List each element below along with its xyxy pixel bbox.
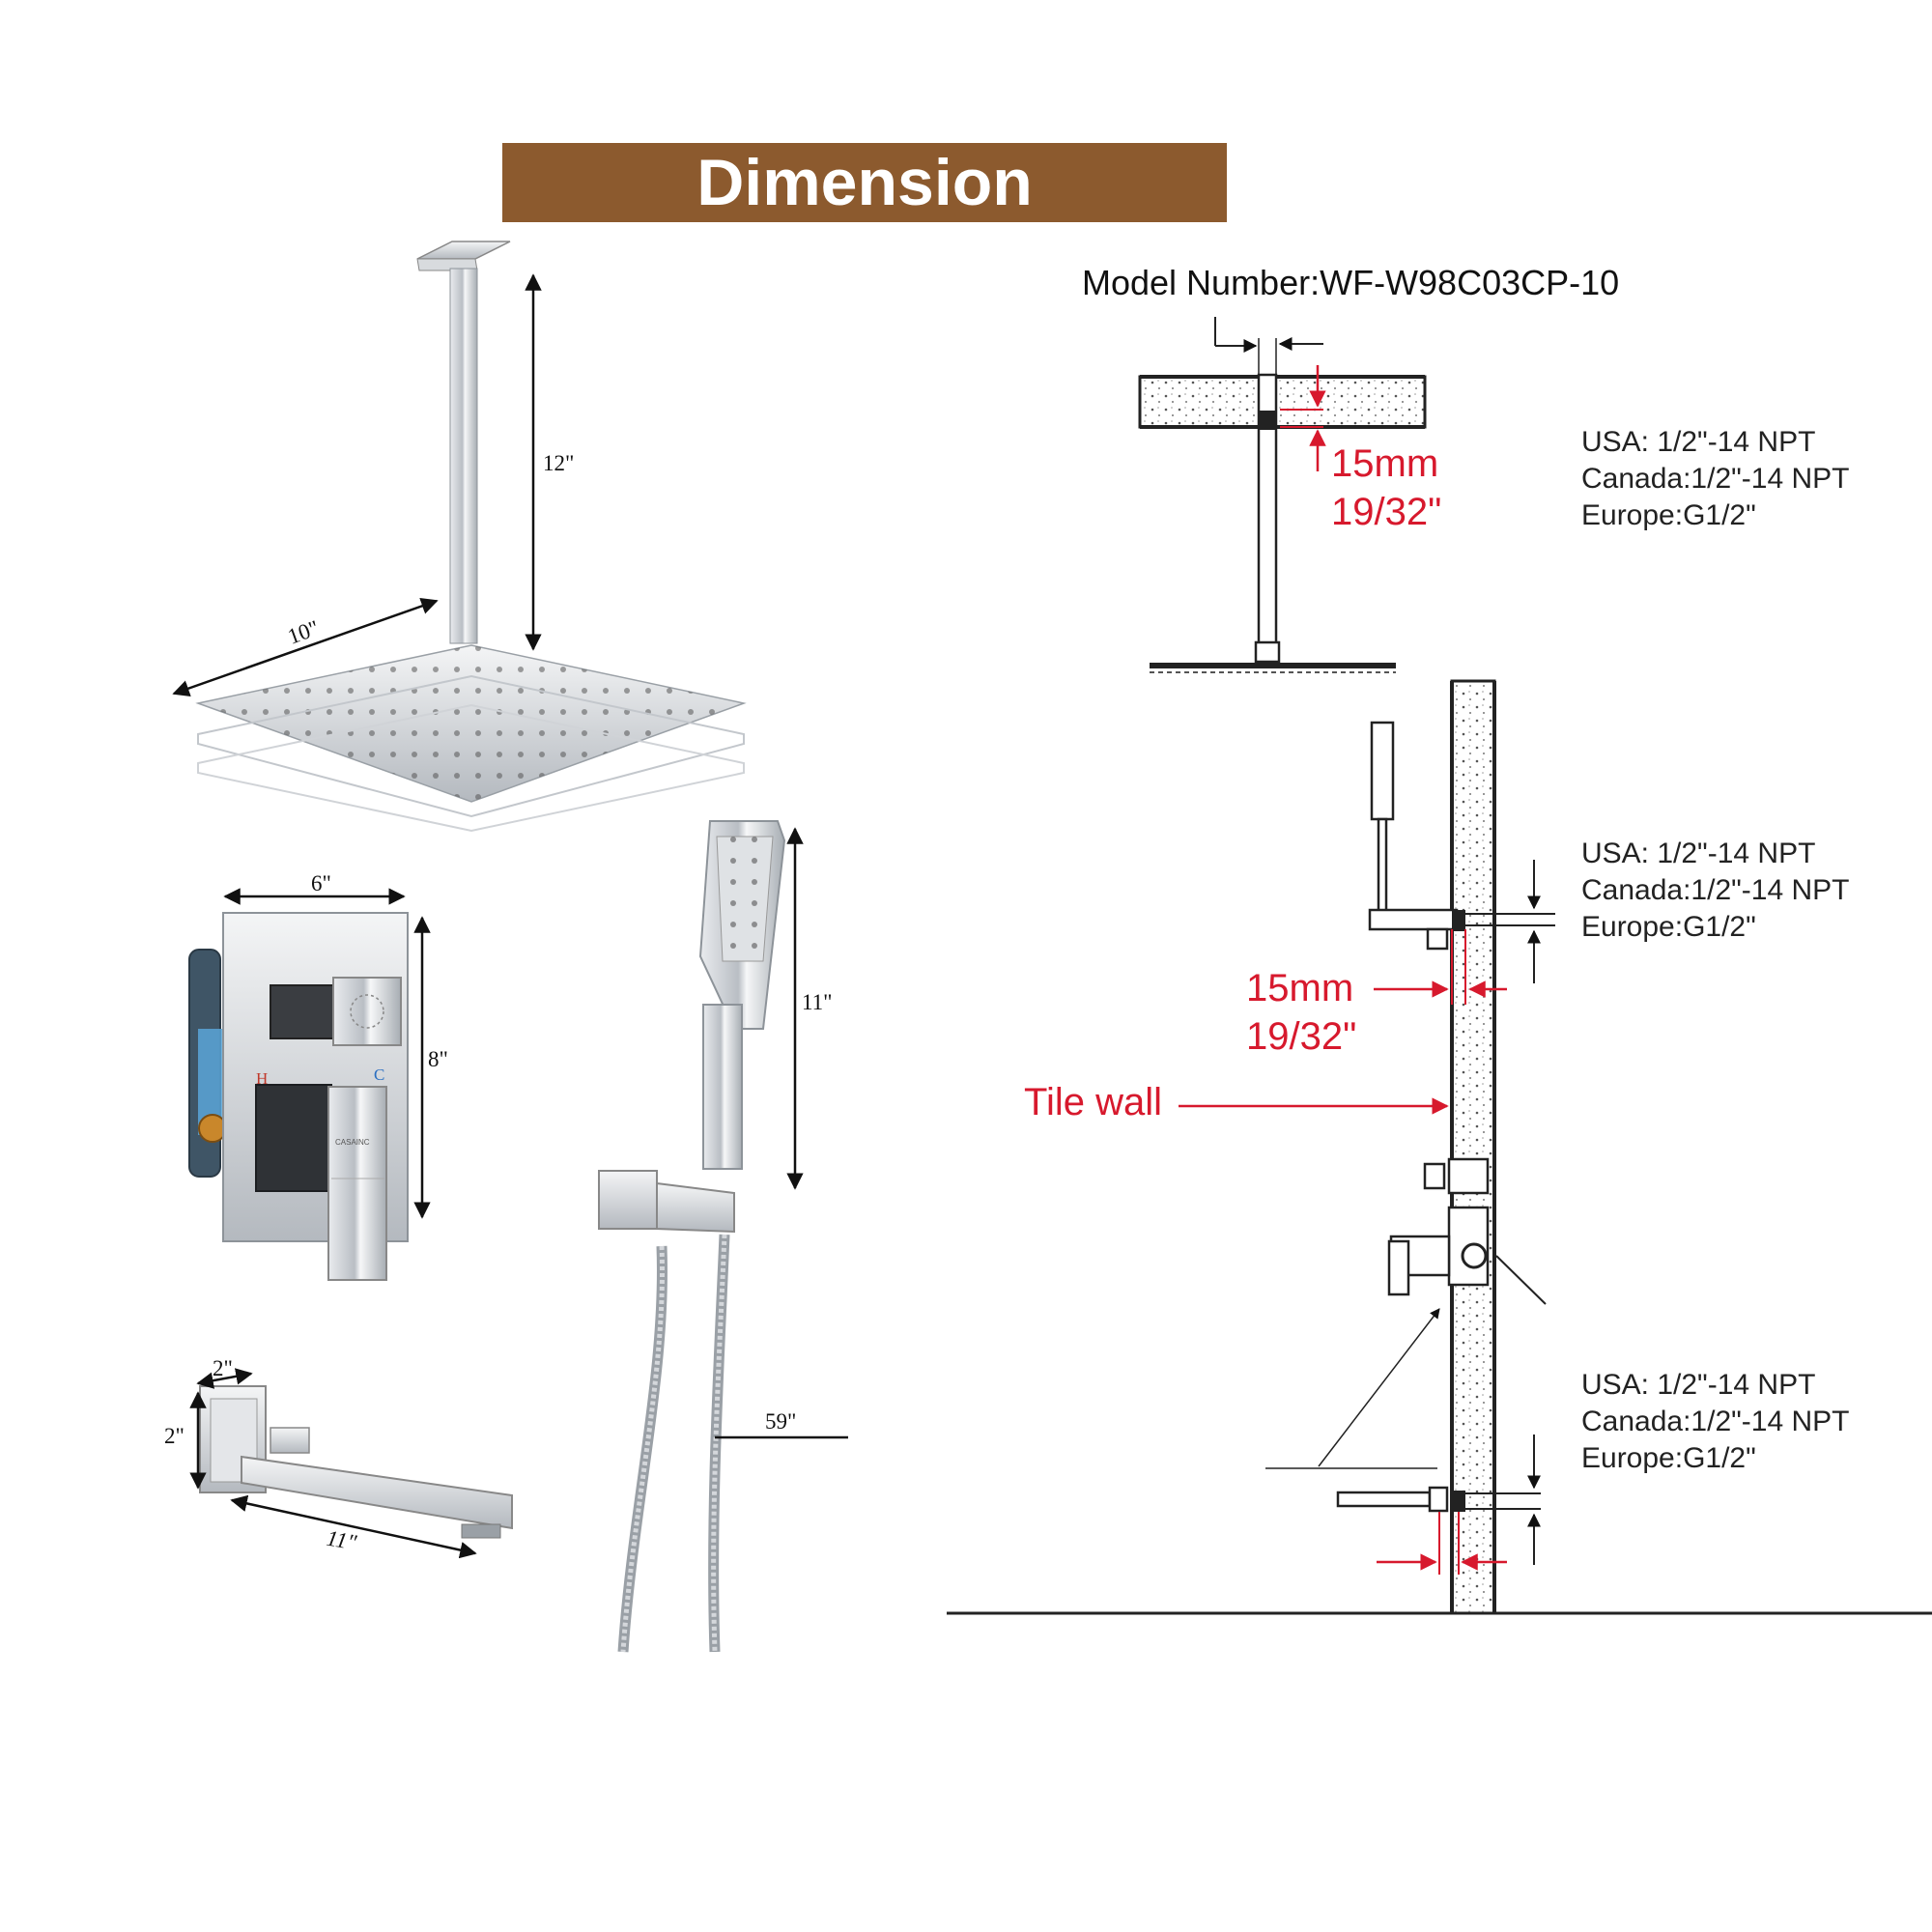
spec-canada: Canada:1/2"-14 NPT	[1581, 874, 1850, 906]
spout-length-dimension	[230, 1494, 477, 1559]
wall-section	[947, 679, 1932, 1615]
spec-canada: Canada:1/2"-14 NPT	[1581, 1406, 1850, 1437]
brand-logo: CASAINC	[335, 1138, 370, 1147]
valve-height-label: 8"	[428, 1047, 448, 1071]
spec-canada: Canada:1/2"-14 NPT	[1581, 463, 1850, 495]
spout-width-label: 2"	[213, 1356, 233, 1380]
ceiling-depth-callout: 15mm 19/32"	[1331, 440, 1441, 536]
handheld-length-label: 11"	[802, 990, 833, 1014]
spec-usa: USA: 1/2"-14 NPT	[1581, 1369, 1816, 1401]
wall-depth-callout: 15mm 19/32"	[1246, 964, 1356, 1061]
spec-europe: Europe:G1/2"	[1581, 1442, 1756, 1474]
valve-trim	[188, 912, 409, 1281]
depth-inch: 19/32"	[1331, 491, 1442, 533]
tile-wall-label: Tile wall	[1024, 1081, 1162, 1123]
spec-usa: USA: 1/2"-14 NPT	[1581, 426, 1816, 458]
cold-mark: C	[374, 1065, 384, 1084]
tub-spout	[199, 1385, 513, 1539]
thread-spec-ceiling: USA: 1/2"-14 NPT Canada:1/2"-14 NPT Euro…	[1581, 424, 1849, 534]
page-title: Dimension	[696, 146, 1033, 219]
rain-shower-head	[195, 241, 747, 833]
hot-mark: H	[256, 1069, 268, 1088]
model-number: Model Number:WF-W98C03CP-10	[1082, 263, 1620, 302]
spout-length-label: 11"	[325, 1525, 358, 1555]
ceiling-section	[1138, 317, 1427, 673]
hose-length-label: 59"	[765, 1409, 797, 1434]
thread-spec-handheld: USA: 1/2"-14 NPT Canada:1/2"-14 NPT Euro…	[1581, 836, 1849, 946]
spout-height-label: 2"	[164, 1424, 185, 1448]
depth-mm: 15mm	[1331, 442, 1439, 485]
spec-europe: Europe:G1/2"	[1581, 911, 1756, 943]
spec-europe: Europe:G1/2"	[1581, 499, 1756, 531]
valve-width-label: 6"	[311, 871, 331, 895]
spec-usa: USA: 1/2"-14 NPT	[1581, 838, 1816, 869]
title-banner: Dimension	[502, 143, 1227, 222]
thread-spec-spout: USA: 1/2"-14 NPT Canada:1/2"-14 NPT Euro…	[1581, 1367, 1849, 1477]
head-width-dimension	[172, 597, 439, 697]
depth-mm: 15mm	[1246, 967, 1354, 1009]
depth-inch: 19/32"	[1246, 1015, 1357, 1058]
arm-length-label: 12"	[543, 451, 575, 475]
spout-width-dimension	[196, 1368, 253, 1389]
handheld-shower	[598, 820, 786, 1653]
